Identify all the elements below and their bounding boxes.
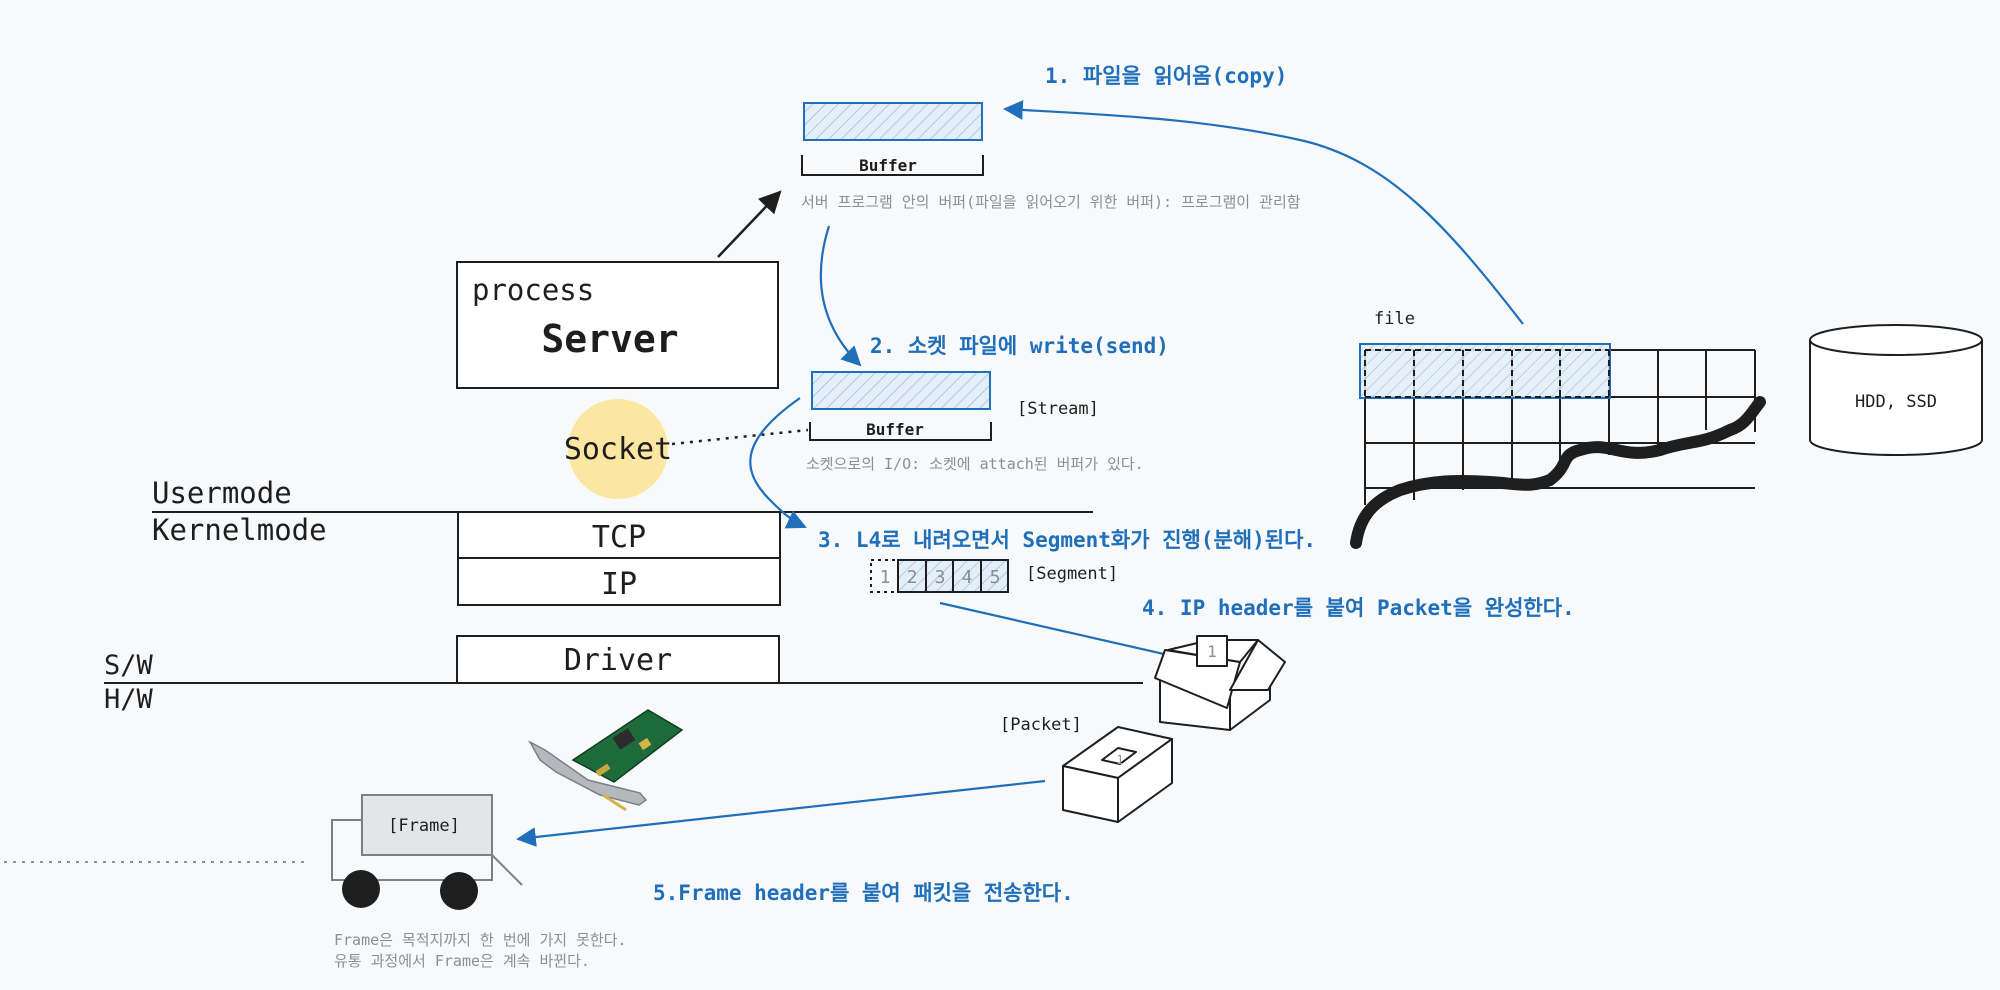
arrow-step-2 [819,225,862,367]
socket-buffer-note: 소켓으로의 I/O: 소켓에 attach된 버퍼가 있다. [806,455,1144,473]
program-buffer-rect [803,102,983,141]
truck-cargo [361,794,493,856]
packet-box-number: 1 [1116,753,1123,767]
socket-buffer-bracket [809,422,992,441]
hw-label: H/W [104,684,154,715]
driver-layer: Driver [456,635,780,684]
program-buffer-bracket [801,155,984,176]
step-4-label: 4. IP header를 붙여 Packet을 완성한다. [1142,596,1575,620]
socket-buffer: Buffer [Stream] 소켓으로의 I/O: 소켓에 attach된 버… [806,371,1144,473]
socket-to-buffer-dotted [671,428,809,446]
segment-cell-2 [897,559,927,593]
step-5-label: 5.Frame header를 붙여 패킷을 전송한다. [653,881,1074,905]
file-read-region [1359,343,1611,399]
ip-label: IP [601,567,637,602]
program-buffer-note: 서버 프로그램 안의 버퍼(파일을 읽어오기 위한 버퍼): 프로그램이 관리함 [801,193,1301,211]
socket-buffer-rect [811,371,991,410]
step-3-label: 3. L4로 내려오면서 Segment화가 진행(분해)된다. [818,528,1316,552]
segment-cell-4-text: 4 [962,567,973,588]
sw-label: S/W [104,650,154,681]
frame-note-1: Frame은 목적지까지 한 번에 가지 못한다. [334,931,627,949]
frame-note-2: 유통 과정에서 Frame은 계속 바뀐다. [334,952,590,970]
socket-node: Socket [564,399,809,499]
truck-wheel-rear [440,872,478,910]
ip-layer: IP [457,557,781,606]
arrow-step-1 [1003,100,1524,325]
server-process-box: process Server [456,261,779,389]
segment-cell-5-text: 5 [990,567,1001,588]
socket-label: Socket [564,432,672,467]
frame-tag: [Frame] [388,816,460,836]
segment-cell-2-text: 2 [907,567,918,588]
server-label: Server [541,317,678,361]
segment-cell-4 [952,559,982,593]
arrow-step-3 [749,397,807,529]
segment-tag: [Segment] [1026,564,1118,584]
segment-cell-3-text: 3 [935,567,946,588]
file-label: file [1374,309,1415,329]
usermode-label: Usermode [152,476,292,510]
segment-cell-3 [925,559,954,593]
hdd-ssd-storage: HDD, SSD [1809,324,1983,456]
segment-cell-5 [980,559,1009,593]
file-torn-edge [1350,396,1766,549]
socket-buffer-label: Buffer [866,420,924,439]
kernelmode-label: Kernelmode [152,513,327,547]
server-to-buffer-arrow [717,190,782,258]
tcp-label: TCP [592,520,646,555]
frame-truck: [Frame] [4,794,523,910]
network-card-icon [528,709,684,812]
tcp-layer: TCP [457,511,781,559]
packet-tag: [Packet] [1000,715,1082,735]
segment-group: 1 2 3 4 5 [Segment] [870,559,1118,593]
open-packet-box [1154,635,1286,731]
packet-header-number: 1 [1207,642,1217,661]
step-1-label: 1. 파일을 읽어옴(copy) [1045,64,1287,88]
socket-circle [568,399,668,499]
step-2-label: 2. 소켓 파일에 write(send) [870,334,1169,358]
driver-label: Driver [564,643,672,678]
segment-cell-1-text: 1 [880,567,891,588]
closed-packet-box [1062,726,1173,823]
program-buffer-label: Buffer [859,156,917,175]
truck-wheel-front [342,870,380,908]
arrow-step-5 [516,779,1046,847]
packet-header-tag [1196,635,1228,667]
process-label: process [472,273,594,307]
storage-label: HDD, SSD [1855,392,1937,412]
stream-tag: [Stream] [1017,399,1099,419]
file-grid: file [1350,309,1766,549]
program-buffer: Buffer 서버 프로그램 안의 버퍼(파일을 읽어오기 위한 버퍼): 프로… [801,102,1301,211]
arrow-step-4 [939,601,1192,666]
